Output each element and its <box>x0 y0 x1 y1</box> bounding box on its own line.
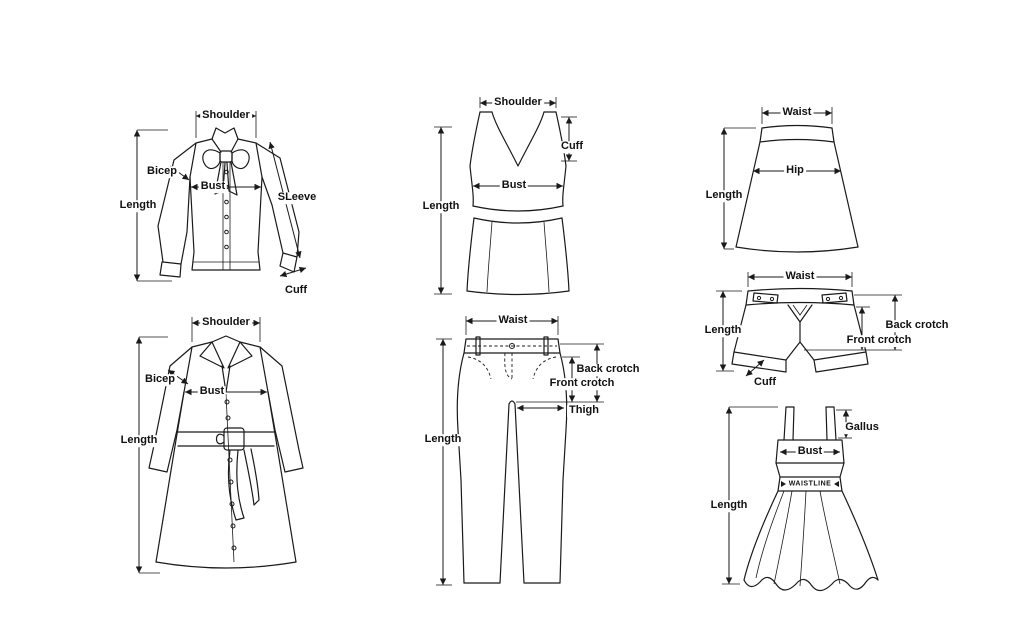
blouse-length-label: Length <box>117 199 159 212</box>
skirt-waist-label: Waist <box>780 106 814 119</box>
vest-shoulder-label: Shoulder <box>492 96 544 109</box>
pants-length-label: Length <box>422 433 464 446</box>
dress-waistline-label: WAISTLINE <box>787 480 833 488</box>
blouse-bust-label: Bust <box>198 180 228 193</box>
shorts-cuff-label: Cuff <box>752 376 778 389</box>
coat-drawing <box>148 335 304 569</box>
blouse-cuff-label: Cuff <box>283 284 309 297</box>
pants-waist-label: Waist <box>496 314 530 327</box>
skirt-drawing <box>735 124 859 253</box>
shorts-front-crotch-label: Front crotch <box>844 334 914 347</box>
pants-dimensions <box>436 316 604 586</box>
pants-front-crotch-label: Front crotch <box>547 377 617 390</box>
vest-dimensions <box>434 97 577 295</box>
coat-bust-label: Bust <box>197 385 227 398</box>
shorts-length-label: Length <box>702 324 744 337</box>
shorts-dimensions <box>716 272 902 377</box>
coat-bicep-label: Bicep <box>143 373 177 386</box>
dress-dimensions <box>722 406 852 585</box>
vest-drawing <box>466 111 570 296</box>
vest-cuff-label: Cuff <box>559 140 585 153</box>
blouse-sleeve-label: SLeeve <box>275 191 319 204</box>
shorts-drawing <box>731 287 869 373</box>
skirt-length-label: Length <box>703 189 745 202</box>
pants-drawing <box>456 336 568 584</box>
coat-length-label: Length <box>118 434 160 447</box>
vest-length-label: Length <box>420 200 462 213</box>
coat-shoulder-label: Shoulder <box>200 316 252 329</box>
dress-drawing <box>743 406 879 592</box>
blouse-bicep-label: Bicep <box>145 165 179 178</box>
skirt-hip-label: Hip <box>784 164 806 177</box>
vest-bust-label: Bust <box>499 179 529 192</box>
shorts-waist-label: Waist <box>783 270 817 283</box>
dress-gallus-label: Gallus <box>843 421 881 434</box>
skirt-dimensions <box>720 107 841 250</box>
pants-back-crotch-label: Back crotch <box>574 363 642 376</box>
blouse-shoulder-label: Shoulder <box>200 109 252 122</box>
shorts-back-crotch-label: Back crotch <box>883 319 951 332</box>
dress-length-label: Length <box>708 499 750 512</box>
dress-bust-label: Bust <box>795 445 825 458</box>
pants-thigh-label: Thigh <box>567 404 601 417</box>
